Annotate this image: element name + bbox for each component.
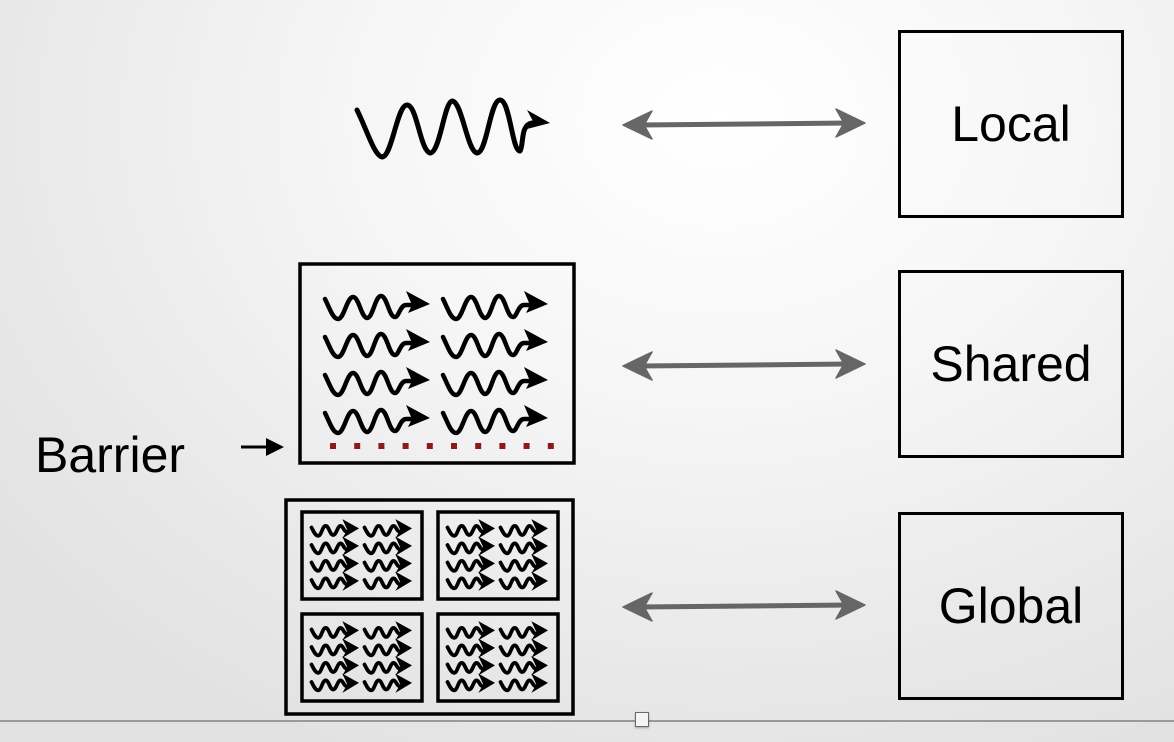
barrier-dot — [402, 443, 409, 449]
barrier-line — [330, 443, 554, 449]
global-memory-label: Global — [938, 578, 1084, 634]
barrier-dot — [330, 443, 336, 449]
grid-block — [300, 510, 424, 601]
local-memory-box: Local — [898, 30, 1124, 218]
thread-icon — [362, 619, 414, 643]
thread-icon — [445, 636, 497, 660]
barrier-dot — [523, 443, 530, 449]
thread-icon — [498, 654, 550, 678]
thread-icon — [498, 534, 550, 558]
thread-icon — [309, 552, 361, 576]
thread-icon — [443, 291, 548, 319]
barrier-dot — [378, 443, 385, 449]
barrier-dot — [354, 443, 361, 449]
thread-icon — [309, 671, 361, 695]
thread-icon — [362, 569, 414, 593]
shared-memory-box: Shared — [898, 270, 1124, 458]
thread-icon — [445, 552, 497, 576]
grid-frame — [284, 498, 575, 716]
grid-block-frame — [300, 510, 424, 601]
thread-icon — [445, 654, 497, 678]
barrier-label: Barrier — [35, 427, 186, 483]
thread-icon — [498, 517, 550, 541]
slide-bottom-edge — [0, 720, 1174, 722]
thread-icon — [309, 534, 361, 558]
grid-block — [300, 612, 424, 703]
grid-block-frame — [300, 612, 424, 703]
thread-block — [298, 262, 576, 465]
thread-icon — [445, 534, 497, 558]
thread-icon — [445, 517, 497, 541]
local-memory-label: Local — [951, 96, 1071, 152]
thread-icon — [362, 671, 414, 695]
single-thread-icon — [357, 100, 550, 157]
thread-icon — [362, 654, 414, 678]
thread-icon — [445, 569, 497, 593]
thread-icon — [309, 517, 361, 541]
thread-icon — [498, 552, 550, 576]
thread-icon — [445, 671, 497, 695]
thread-icon — [362, 517, 414, 541]
thread-icon — [443, 367, 548, 395]
thread-icon — [443, 329, 548, 357]
global-memory-box: Global — [898, 512, 1124, 700]
thread-icon — [325, 405, 430, 433]
thread-icon — [445, 619, 497, 643]
thread-icon — [443, 405, 548, 433]
barrier-dot — [475, 443, 482, 449]
grid-block — [436, 510, 560, 601]
thread-icon — [309, 569, 361, 593]
thread-icon — [498, 671, 550, 695]
grid-block-frame — [436, 612, 560, 703]
thread-icon — [325, 291, 430, 319]
double-headed-arrow-icon — [622, 349, 866, 381]
thread-icon — [498, 569, 550, 593]
grid-block-frame — [436, 510, 560, 601]
double-headed-arrow-icon — [622, 590, 866, 622]
barrier-dot — [547, 443, 554, 449]
thread-icon — [498, 636, 550, 660]
right-arrow-icon — [241, 438, 284, 456]
thread-block-threads — [325, 291, 548, 433]
shared-memory-label: Shared — [930, 336, 1092, 392]
double-headed-arrow-icon — [622, 108, 866, 140]
grid-blocks — [300, 510, 560, 703]
thread-icon — [498, 619, 550, 643]
resize-handle[interactable] — [635, 712, 649, 727]
grid-block — [436, 612, 560, 703]
thread-grid — [284, 498, 575, 716]
thread-icon — [309, 619, 361, 643]
barrier-dot — [451, 443, 457, 449]
barrier-dot — [499, 443, 506, 449]
thread-icon — [325, 329, 430, 357]
thread-icon — [309, 636, 361, 660]
thread-icon — [362, 636, 414, 660]
barrier-dot — [426, 443, 433, 449]
thread-icon — [309, 654, 361, 678]
thread-icon — [362, 552, 414, 576]
thread-block-frame — [298, 262, 576, 465]
thread-icon — [325, 367, 430, 395]
thread-icon — [362, 534, 414, 558]
connectors — [622, 108, 866, 622]
